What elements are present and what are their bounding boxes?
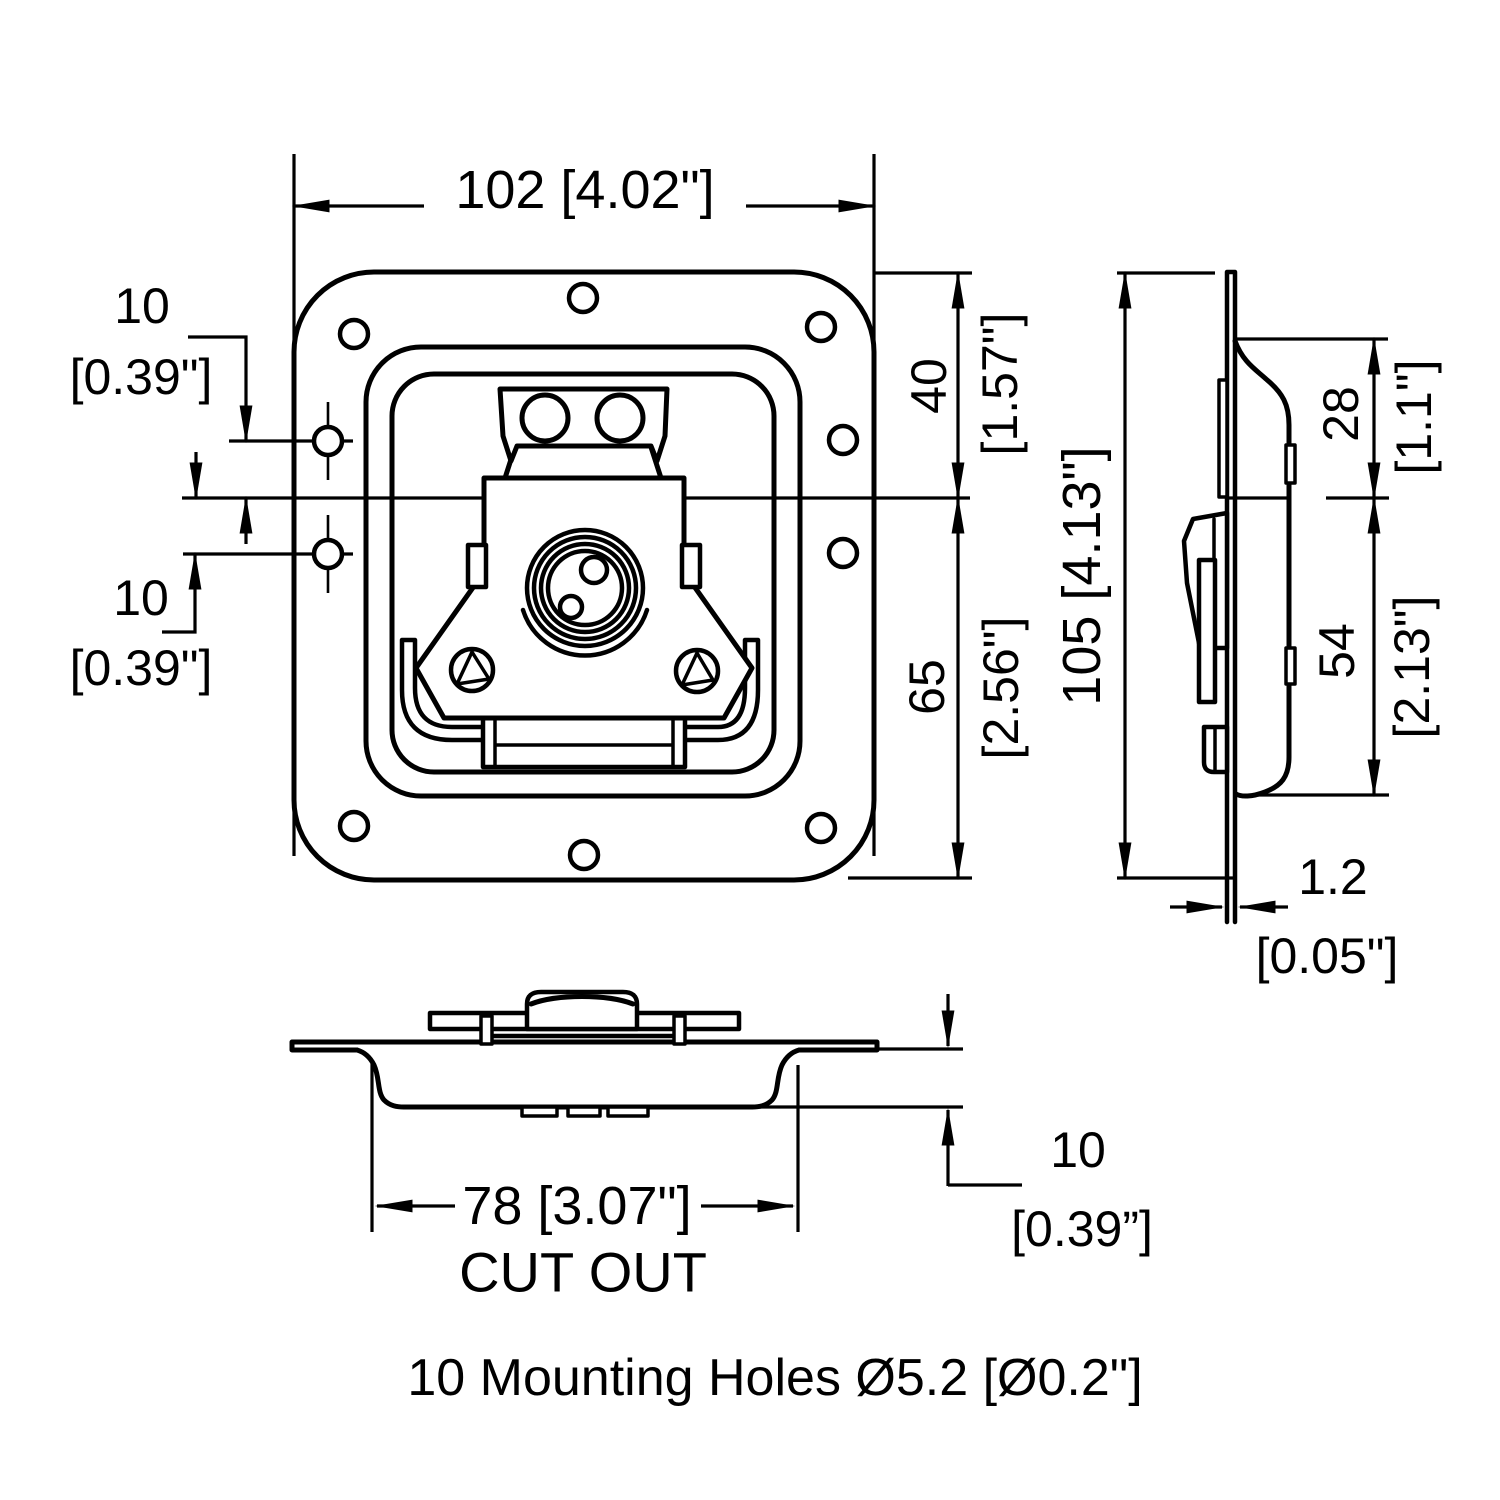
- dim-thickness-label: 1.2: [1298, 849, 1368, 905]
- front-view: [182, 269, 970, 883]
- screw-drive-mark: [455, 650, 491, 686]
- dim-hole-offsets: 10 [0.39"] 10 [0.39"]: [70, 278, 253, 696]
- screw-drive-mark: [680, 651, 715, 687]
- dim-depth-in-label: [0.39”]: [1011, 1201, 1153, 1257]
- dim-28-label: 28: [1313, 386, 1369, 442]
- dim-65-label: 65: [899, 659, 955, 715]
- rivet: [594, 392, 646, 444]
- rivet: [519, 392, 571, 444]
- bottom-view: [289, 989, 880, 1118]
- mounting-hole: [311, 424, 345, 458]
- dim-105-label: 105 [4.13"]: [1052, 446, 1112, 705]
- flange-section: [289, 1039, 880, 1053]
- dim-overall-width: 102 [4.02"]: [291, 154, 877, 856]
- mounting-hole: [337, 809, 371, 843]
- dim-cutout: 78 [3.07"] CUT OUT: [370, 1063, 800, 1304]
- latch-tab: [566, 1105, 602, 1118]
- dim-side-splits: 28 [1.1"] 54 [2.13"]: [1258, 336, 1442, 798]
- side-view: [1181, 269, 1388, 925]
- mounting-holes: [311, 281, 860, 872]
- wing-pin: [672, 1014, 687, 1046]
- mounting-hole: [804, 811, 838, 845]
- hub-hole: [578, 554, 610, 586]
- dim-upper-offset-in: [0.39"]: [70, 349, 213, 405]
- dim-40-label: 40: [901, 358, 957, 414]
- dish-section-right: [749, 1047, 880, 1110]
- dim-thickness-in-label: [0.05"]: [1256, 928, 1399, 984]
- hub-hole: [557, 593, 585, 621]
- dim-upper-offset-mm: 10: [114, 278, 170, 334]
- dim-lower-offset-mm: 10: [113, 570, 169, 626]
- mounting-hole: [311, 537, 345, 571]
- pivot-tab: [465, 542, 489, 590]
- dish-face-bump: [1284, 443, 1297, 485]
- dish-section-left: [354, 1047, 407, 1110]
- dim-65-in-label: [2.56"]: [973, 617, 1029, 760]
- mounting-hole: [337, 317, 371, 351]
- keeper-bar: [480, 715, 688, 770]
- dim-cutout-label: 78 [3.07"]: [462, 1176, 691, 1236]
- keeper-bar-detail: [493, 716, 675, 769]
- cutout-caption: CUT OUT: [459, 1241, 707, 1304]
- dim-lower-offset-in: [0.39"]: [70, 640, 213, 696]
- latch-mechanism: [399, 386, 761, 770]
- dim-thickness: 1.2 [0.05"]: [1170, 849, 1398, 984]
- leader-line: [188, 335, 253, 444]
- dim-recess-depth: 10 [0.39”]: [752, 994, 1153, 1257]
- dim-54-label: 54: [1309, 623, 1365, 679]
- leader-line: [162, 551, 202, 634]
- latch-side-bar: [1196, 557, 1218, 705]
- latch-wedge: [502, 441, 664, 481]
- latch-tab: [520, 1105, 559, 1118]
- dim-depth-label: 10: [1050, 1122, 1106, 1178]
- hub-dome-top: [528, 994, 636, 1007]
- dim-54-in-label: [2.13"]: [1384, 596, 1440, 739]
- mounting-hole: [826, 423, 860, 457]
- dim-overall-width-label: 102 [4.02"]: [455, 160, 714, 220]
- dimension-annotations: 102 [4.02"] 10 [0.39"] 10 [0.39"] 40 [1.…: [70, 154, 1442, 1407]
- cradle-arc: [520, 607, 650, 658]
- dim-40-in-label: [1.57"]: [972, 313, 1028, 456]
- wing-pin: [479, 1014, 494, 1046]
- latch-edge-in-dish: [1217, 378, 1229, 499]
- pivot-tab: [679, 542, 703, 590]
- mounting-hole: [826, 536, 860, 570]
- latch-tab: [606, 1105, 650, 1118]
- dim-overall-height: 105 [4.13"]: [1052, 270, 1234, 881]
- mounting-hole: [566, 281, 600, 315]
- dish-profile: [1232, 338, 1292, 799]
- dim-28-in-label: [1.1"]: [1386, 359, 1442, 474]
- dish-face-bump: [1284, 646, 1297, 686]
- latch-bail-wire: [399, 637, 761, 743]
- mounting-hole: [567, 838, 601, 872]
- hub-dome: [524, 989, 640, 1032]
- mounting-hole: [804, 310, 838, 344]
- mounting-holes-note: 10 Mounting Holes Ø5.2 [Ø0.2"]: [407, 1349, 1142, 1407]
- dim-vertical-front: 40 [1.57"] 65 [2.56"]: [848, 270, 1029, 881]
